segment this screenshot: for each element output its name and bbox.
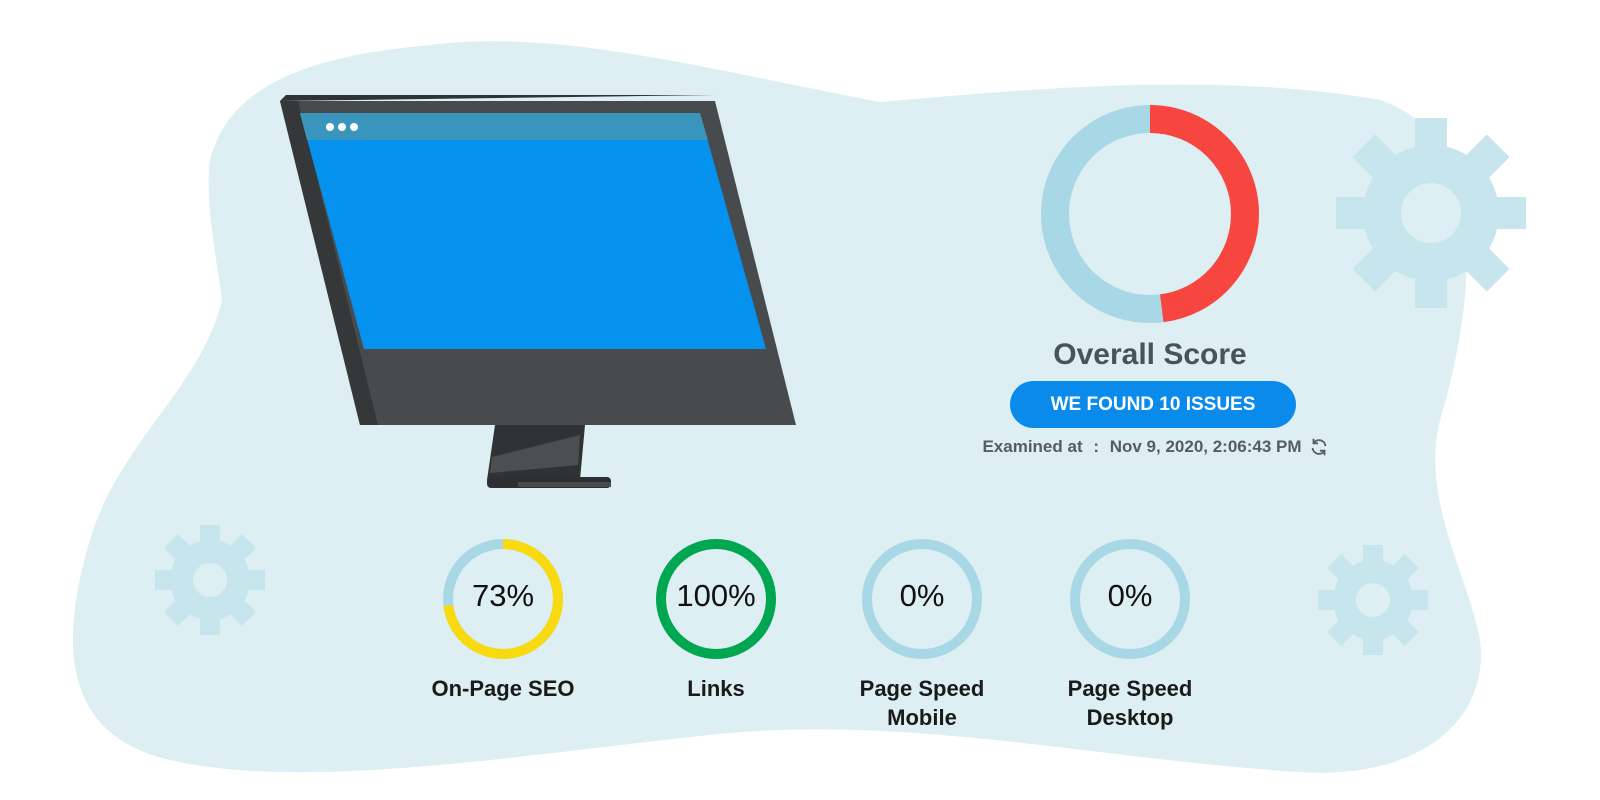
metric-value: 73% bbox=[471, 578, 535, 613]
metric-links: 100% Links bbox=[626, 538, 806, 703]
metric-value: 100% bbox=[676, 578, 756, 613]
refresh-icon[interactable] bbox=[1308, 436, 1330, 458]
overall-score-arc bbox=[1041, 105, 1259, 323]
metric-value: 0% bbox=[1107, 578, 1153, 613]
metric-ring-arc bbox=[656, 539, 776, 659]
examined-prefix: Examined at bbox=[982, 437, 1083, 456]
gear-icon bbox=[1336, 118, 1526, 308]
overall-score-title: Overall Score bbox=[1053, 338, 1247, 371]
metric-value: 0% bbox=[899, 578, 945, 613]
gear-icon bbox=[1318, 545, 1428, 655]
metric-on-page-seo: 73% On-Page SEO bbox=[413, 538, 593, 703]
gear-icon bbox=[155, 525, 265, 635]
examined-at-line: Examined at : Nov 9, 2020, 2:06:43 PM bbox=[966, 436, 1346, 458]
metric-ring-track bbox=[1070, 539, 1190, 659]
metric-ring-arc bbox=[443, 539, 563, 659]
overall-score-ring bbox=[1041, 105, 1259, 323]
metric-label: On-Page SEO bbox=[431, 676, 575, 701]
monitor-icon bbox=[280, 95, 796, 488]
examined-separator: : bbox=[1088, 437, 1104, 456]
metric-label: Links bbox=[687, 676, 745, 701]
examined-time: Nov 9, 2020, 2:06:43 PM bbox=[1109, 437, 1302, 456]
issues-found-button[interactable]: WE FOUND 10 ISSUES bbox=[1010, 381, 1296, 428]
metric-ring-track bbox=[862, 539, 982, 659]
